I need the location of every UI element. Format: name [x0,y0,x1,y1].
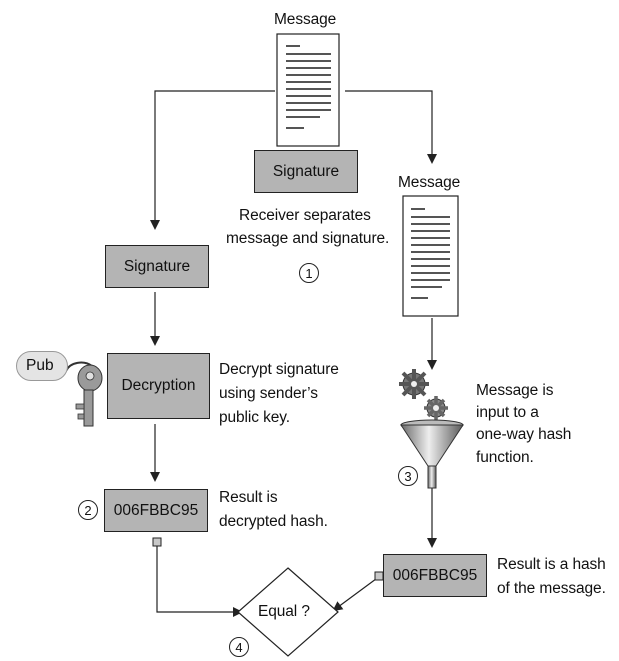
compare-diamond [237,567,339,657]
result-right-line2: of the message. [497,580,606,597]
right-message-label: Message [398,174,461,191]
left-signature-box: Signature [105,245,209,288]
compare-label: Equal ? [258,603,310,620]
step-number-4: 4 [229,637,249,657]
hash-note-line4: function. [476,449,534,466]
receiver-note-line2: message and signature. [226,230,390,247]
left-hash-box: 006FBBC95 [104,489,208,532]
connector-square-left [152,537,162,547]
decrypt-note-line2: using sender’s [219,385,318,402]
decrypt-note-line3: public key. [219,409,290,426]
decrypt-note-line1: Decrypt signature [219,361,339,378]
connector-to-right-message [345,90,437,164]
connector-hash-to-compare [156,546,243,617]
top-message-label: Message [274,11,337,28]
result-left-line1: Result is [219,489,278,506]
hash-note-line2: input to a [476,404,539,421]
receiver-note-line1: Receiver separates [239,207,371,224]
gears-icon [399,369,448,420]
result-right-line1: Result is a hash [497,556,606,573]
connector-square-right [374,571,384,581]
decryption-box: Decryption [107,353,210,419]
hash-note-line3: one-way hash [476,426,572,443]
message-document-icon-right [402,195,459,317]
step-number-1: 1 [299,263,319,283]
connector-to-left-signature [150,90,275,230]
right-hash-box: 006FBBC95 [383,554,487,597]
funnel-icon [400,419,464,489]
message-document-icon [276,33,340,147]
hash-note-line1: Message is [476,382,554,399]
connector-result-to-compare [332,575,381,612]
public-key-tag: Pub [16,351,68,381]
step-number-3: 3 [398,466,418,486]
result-left-line2: decrypted hash. [219,513,328,530]
key-icon [65,361,103,427]
step-number-2: 2 [78,500,98,520]
top-signature-box: Signature [254,150,358,193]
